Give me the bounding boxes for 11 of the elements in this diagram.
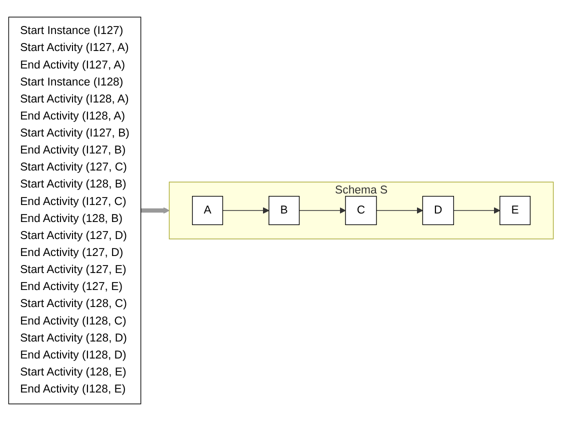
node-box: C [345, 196, 377, 226]
arrow [376, 207, 423, 214]
node-box: Start Instance (I127) Start Activity (I127, A) End Activity (I127, A) Start Instance (I128) Start Activity (I128, A) End Activity (I128, A) Start Activity (I127, B) End Activity (I127, B) Start Activity (127, C) Start Activity (128, B) End Activity (I127, C) End Activity (128, B) Start Activity (127, D) End Activity (127, D) Start Activity (127, E) End Activity (127, E) Start Activity (128, C) End Activity (I128, C) Start Activity (128, D) End Activity (I128, D) Start Activity (128, E) End Activity (I128, E) [8, 16, 142, 404]
node-box: A [192, 196, 224, 226]
arrow [298, 207, 346, 214]
node-box: B [268, 196, 300, 226]
arrow [453, 207, 500, 214]
node-box: E [500, 196, 531, 226]
node-box: D [422, 196, 454, 226]
arrow [222, 207, 270, 214]
arrow [140, 207, 170, 214]
